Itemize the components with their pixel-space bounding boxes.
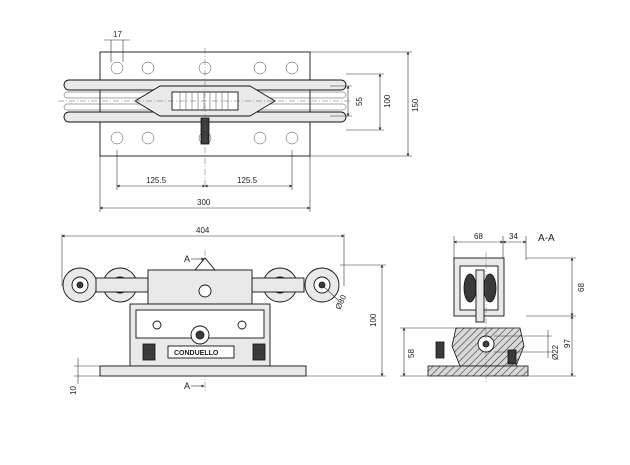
dim-lower-height: 97 [563,339,572,348]
section-view: A-A 68 34 68 97 [400,232,586,384]
front-view: 404 A A CONDUELLO Ø80 [61,226,386,395]
section-title: A-A [538,233,555,244]
dim-base-height: 58 [407,349,416,358]
dim-top-height: 68 [577,283,586,292]
front-base-plate [99,365,307,377]
section-marker-top: A [184,254,190,264]
dim-half-left: 125.5 [146,176,167,185]
dim-overall-width: 300 [197,198,211,207]
dim-bolt-offset: 17 [113,30,122,39]
section-base-plate [427,365,529,377]
dim-height: 100 [369,313,378,327]
dim-width-right: 34 [509,232,518,241]
dim-mid-height: 100 [383,94,392,108]
dim-outer-height: 150 [411,98,420,112]
dim-inner-height: 55 [355,97,364,106]
top-view: 17 125.5 125.5 300 55 100 150 [58,30,420,212]
brand-label: CONDUELLO [174,350,219,357]
front-wheels [62,267,340,303]
dim-overall-length: 404 [196,226,210,235]
top-holes-upper [110,61,299,75]
dim-pin-diameter: Ø22 [551,344,560,360]
dim-base-thickness: 10 [69,386,78,395]
dim-width-left: 68 [474,232,483,241]
dim-half-right: 125.5 [237,176,258,185]
section-marker-bottom: A [184,381,190,391]
